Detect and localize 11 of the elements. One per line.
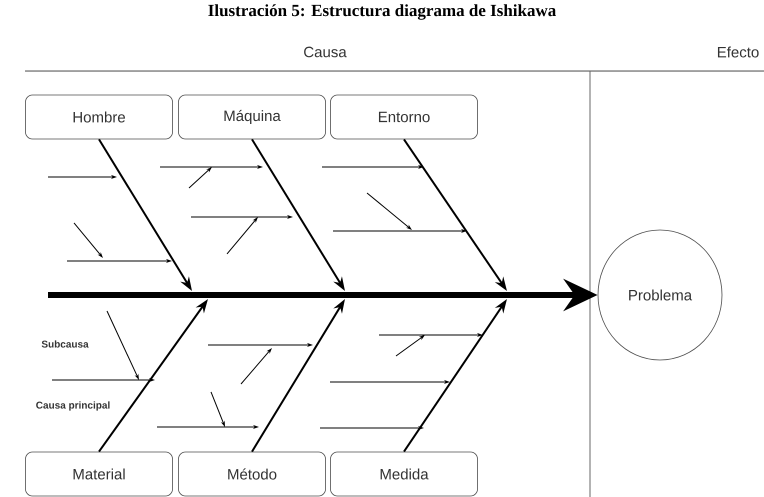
section-heading: Efecto [718,46,759,58]
cause-box: Método [178,452,326,496]
cause-box: Hombre [25,94,173,140]
section-heading: Causa [304,46,347,58]
annotation-label: Causa principal [36,401,110,411]
cause-box: Entorno [330,94,478,140]
cause-box: Material [25,452,173,496]
annotation-label: Subcausa [42,340,89,348]
cause-box: Medida [330,452,478,496]
cause-box: Máquina [178,94,326,140]
title: Ilustración 5: Estructura diagrama de Ishikawa [208,4,556,20]
